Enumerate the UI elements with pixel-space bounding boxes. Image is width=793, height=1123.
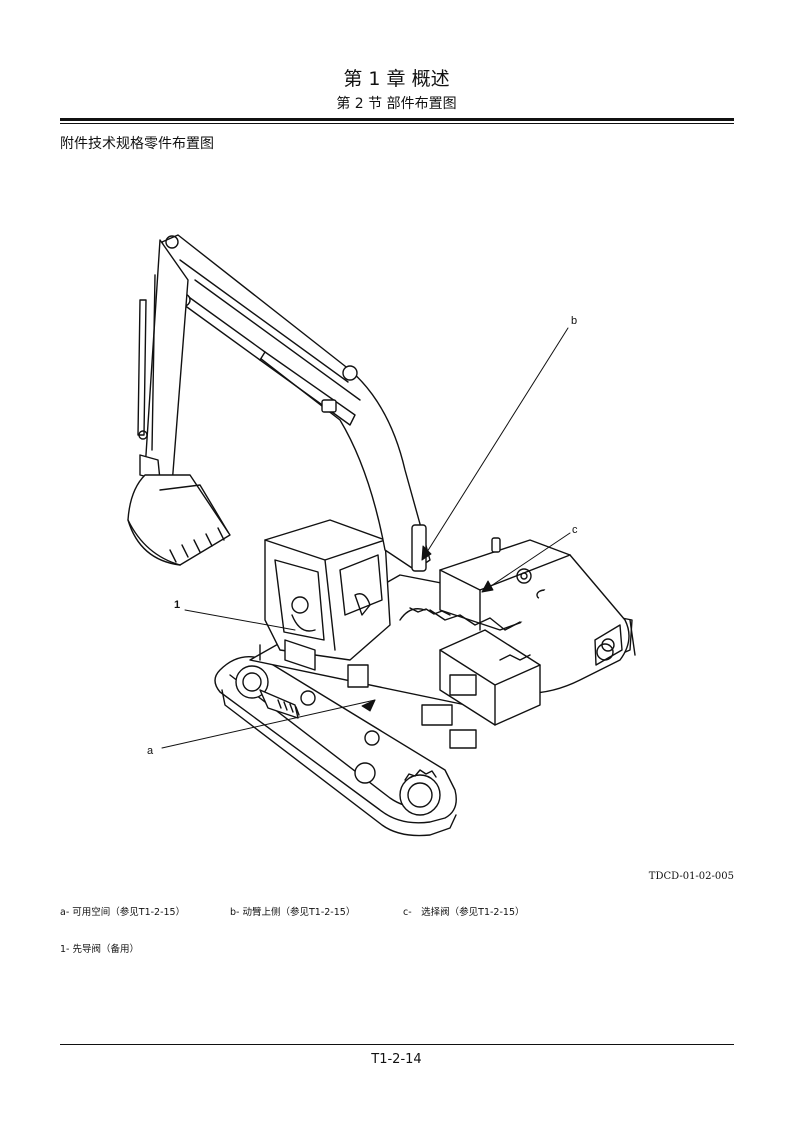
callout-a: a <box>147 745 154 757</box>
operator-cab <box>264 519 391 688</box>
crawler-track <box>214 656 457 837</box>
footer-rule <box>60 1044 734 1045</box>
excavator-layout-diagram: a b c 1 <box>127 234 636 837</box>
arm <box>137 239 189 491</box>
legend-1: 1- 先导阀（备用） <box>60 944 139 955</box>
boom <box>161 234 431 572</box>
callout-leaders <box>161 327 571 749</box>
header-rule-thick <box>60 118 734 121</box>
callout-c: c <box>572 524 578 536</box>
header-rule-thin <box>60 123 734 124</box>
bucket <box>127 474 231 566</box>
callout-b: b <box>571 315 577 327</box>
section-title: 第 2 节 部件布置图 <box>336 96 457 112</box>
page-number: T1-2-14 <box>371 1052 422 1067</box>
legend-c: c- 选择阀（参见T1-2-15） <box>403 907 525 918</box>
legend-a: a- 可用空间（参见T1-2-15） <box>60 907 186 918</box>
legend-b: b- 动臂上侧（参见T1-2-15） <box>230 907 356 918</box>
figure-code: TDCD-01-02-005 <box>648 871 734 882</box>
callout-1: 1 <box>174 599 180 611</box>
figure-subtitle: 附件技术规格零件布置图 <box>60 136 214 152</box>
chapter-title: 第 1 章 概述 <box>343 68 450 90</box>
